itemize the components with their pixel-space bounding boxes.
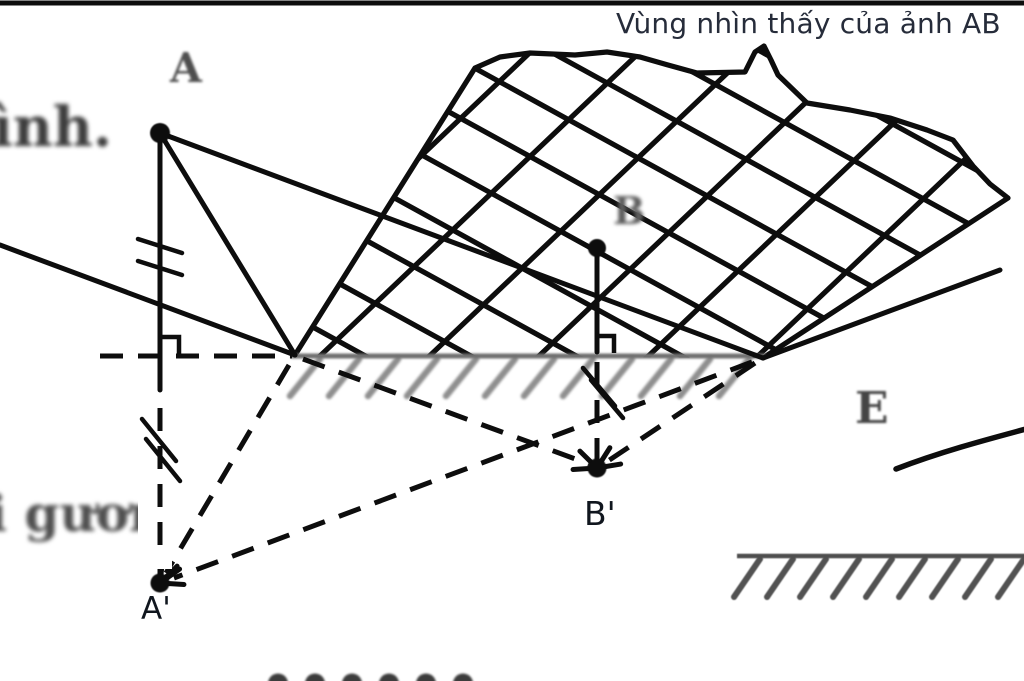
white-patch <box>138 489 204 541</box>
mirror-1 <box>286 353 766 400</box>
region-caption: Vùng nhìn thấy của ảnh AB <box>616 7 1001 40</box>
bottom-dots <box>268 673 473 681</box>
white-patch-small <box>146 545 172 569</box>
point-dots <box>150 123 607 593</box>
visible-region-outline <box>292 43 1011 361</box>
e-sight-line <box>893 426 1024 472</box>
background-text-hinh: ình. <box>0 94 113 159</box>
solid-lines <box>0 0 1024 393</box>
point-label-a: A <box>170 44 202 92</box>
mirror-2 <box>731 553 1024 600</box>
equal-tick-marks <box>135 236 626 484</box>
right-angle-markers <box>160 333 617 356</box>
crosshatch-region <box>295 46 1008 358</box>
dashed-lines <box>100 353 757 583</box>
background-text-guong: i gươn <box>0 484 166 543</box>
point-label-a-prime: A' <box>141 591 171 627</box>
point-label-b-prime: B' <box>584 494 616 533</box>
point-label-e: E <box>855 383 889 434</box>
point-label-b: B <box>613 188 646 233</box>
